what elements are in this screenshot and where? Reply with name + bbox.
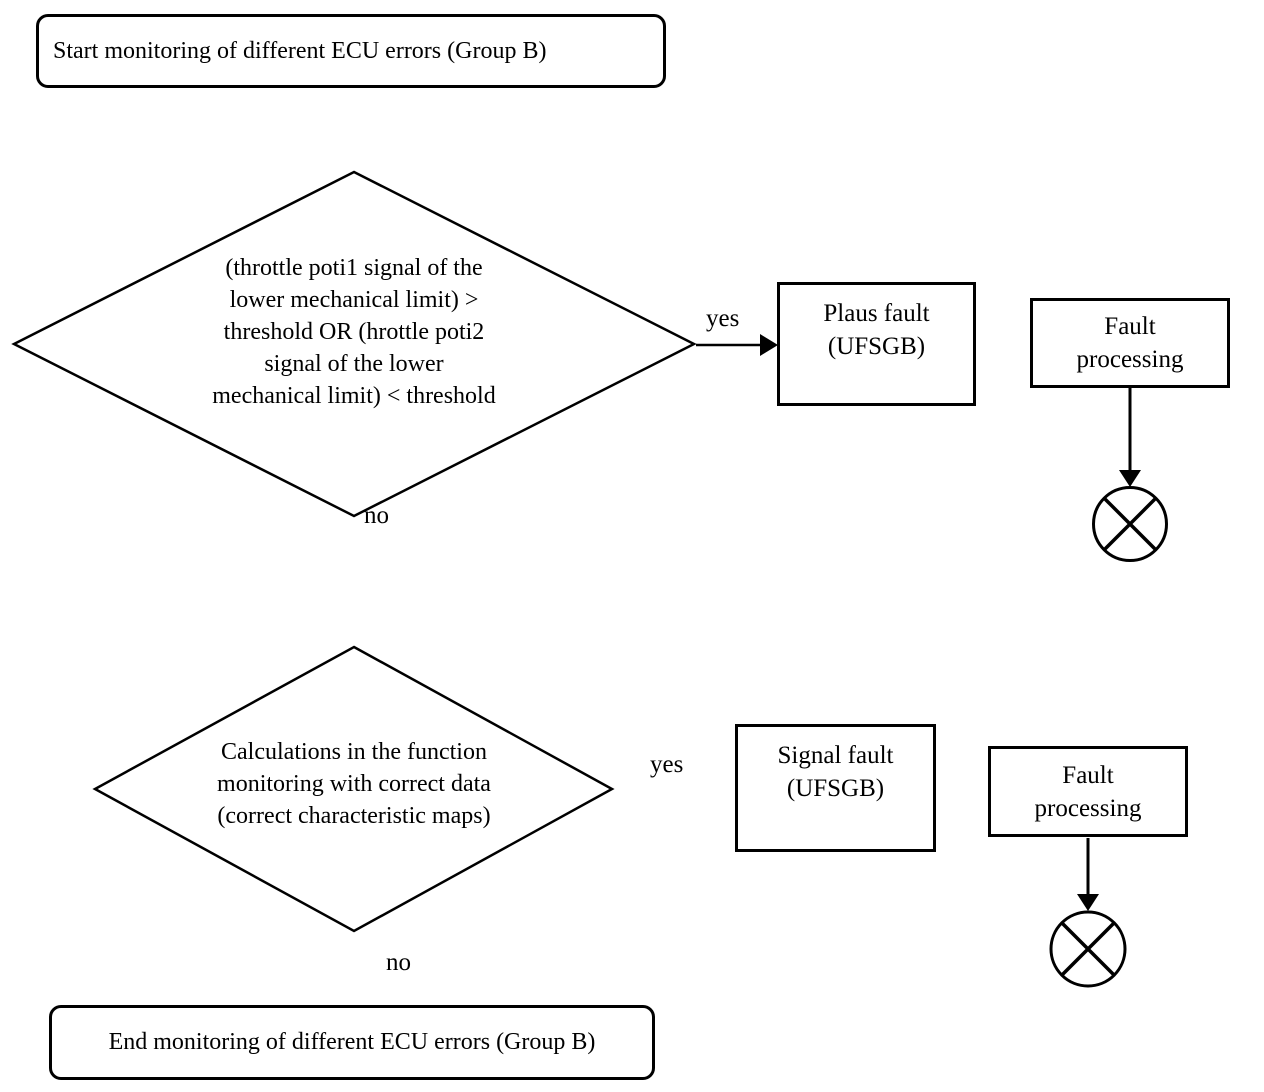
decision2-text-line: Calculations in the function <box>221 739 487 765</box>
circled-x-terminator1-icon <box>1092 486 1168 562</box>
decision1-text: (throttle poti1 signal of the lower mech… <box>164 252 544 412</box>
decision2-text-line: monitoring with correct data <box>217 771 491 797</box>
decision1-text-line: mechanical limit) < threshold <box>212 383 496 409</box>
fault2-label-line: (UFSGB) <box>786 775 885 802</box>
process2-box: Fault processing <box>988 746 1188 837</box>
fault1-box: Plaus fault (UFSGB) <box>777 282 976 406</box>
decision2-no-label: no <box>386 949 411 976</box>
fault2-label-line: Signal fault <box>777 742 894 769</box>
decision1-yes-arrowhead-icon <box>760 334 778 356</box>
process2-label-line: processing <box>1034 794 1142 822</box>
decision1-yes-label: yes <box>706 305 740 332</box>
end-node-label: End monitoring of different ECU errors (… <box>108 1029 596 1055</box>
process2-label-line: Fault <box>1062 761 1114 789</box>
decision1-diamond <box>11 170 697 518</box>
process1-label-line: processing <box>1076 346 1184 373</box>
decision2-text-line: (correct characteristic maps) <box>217 803 491 829</box>
decision2-text: Calculations in the function monitoring … <box>174 736 534 832</box>
decision1-text-line: lower mechanical limit) > <box>229 287 479 313</box>
fault2-box: Signal fault (UFSGB) <box>735 724 936 852</box>
fault1-label-line: (UFSGB) <box>827 333 926 360</box>
decision2-diamond <box>92 645 615 933</box>
decision1-text-line: (throttle poti1 signal of the <box>225 255 483 281</box>
process1-down-arrowhead-icon <box>1119 470 1141 487</box>
circled-x-terminator1-stroke <box>1102 496 1158 552</box>
start-node: Start monitoring of different ECU errors… <box>36 14 666 88</box>
decision1-no-label: no <box>364 502 389 529</box>
fault1-label-line: Plaus fault <box>823 300 930 327</box>
process1-box: Fault processing <box>1030 298 1230 388</box>
circled-x-terminator2-icon <box>1049 910 1127 988</box>
decision1-text-line: threshold OR (hrottle poti2 <box>223 319 485 345</box>
start-node-label: Start monitoring of different ECU errors… <box>53 37 547 64</box>
process1-label-line: Fault <box>1104 313 1156 340</box>
end-node: End monitoring of different ECU errors (… <box>49 1005 655 1080</box>
decision1-text-line: signal of the lower <box>264 351 444 377</box>
circled-x-terminator2-stroke <box>1060 921 1116 977</box>
decision2-yes-label: yes <box>650 751 684 778</box>
process2-down-arrowhead-icon <box>1077 894 1099 911</box>
